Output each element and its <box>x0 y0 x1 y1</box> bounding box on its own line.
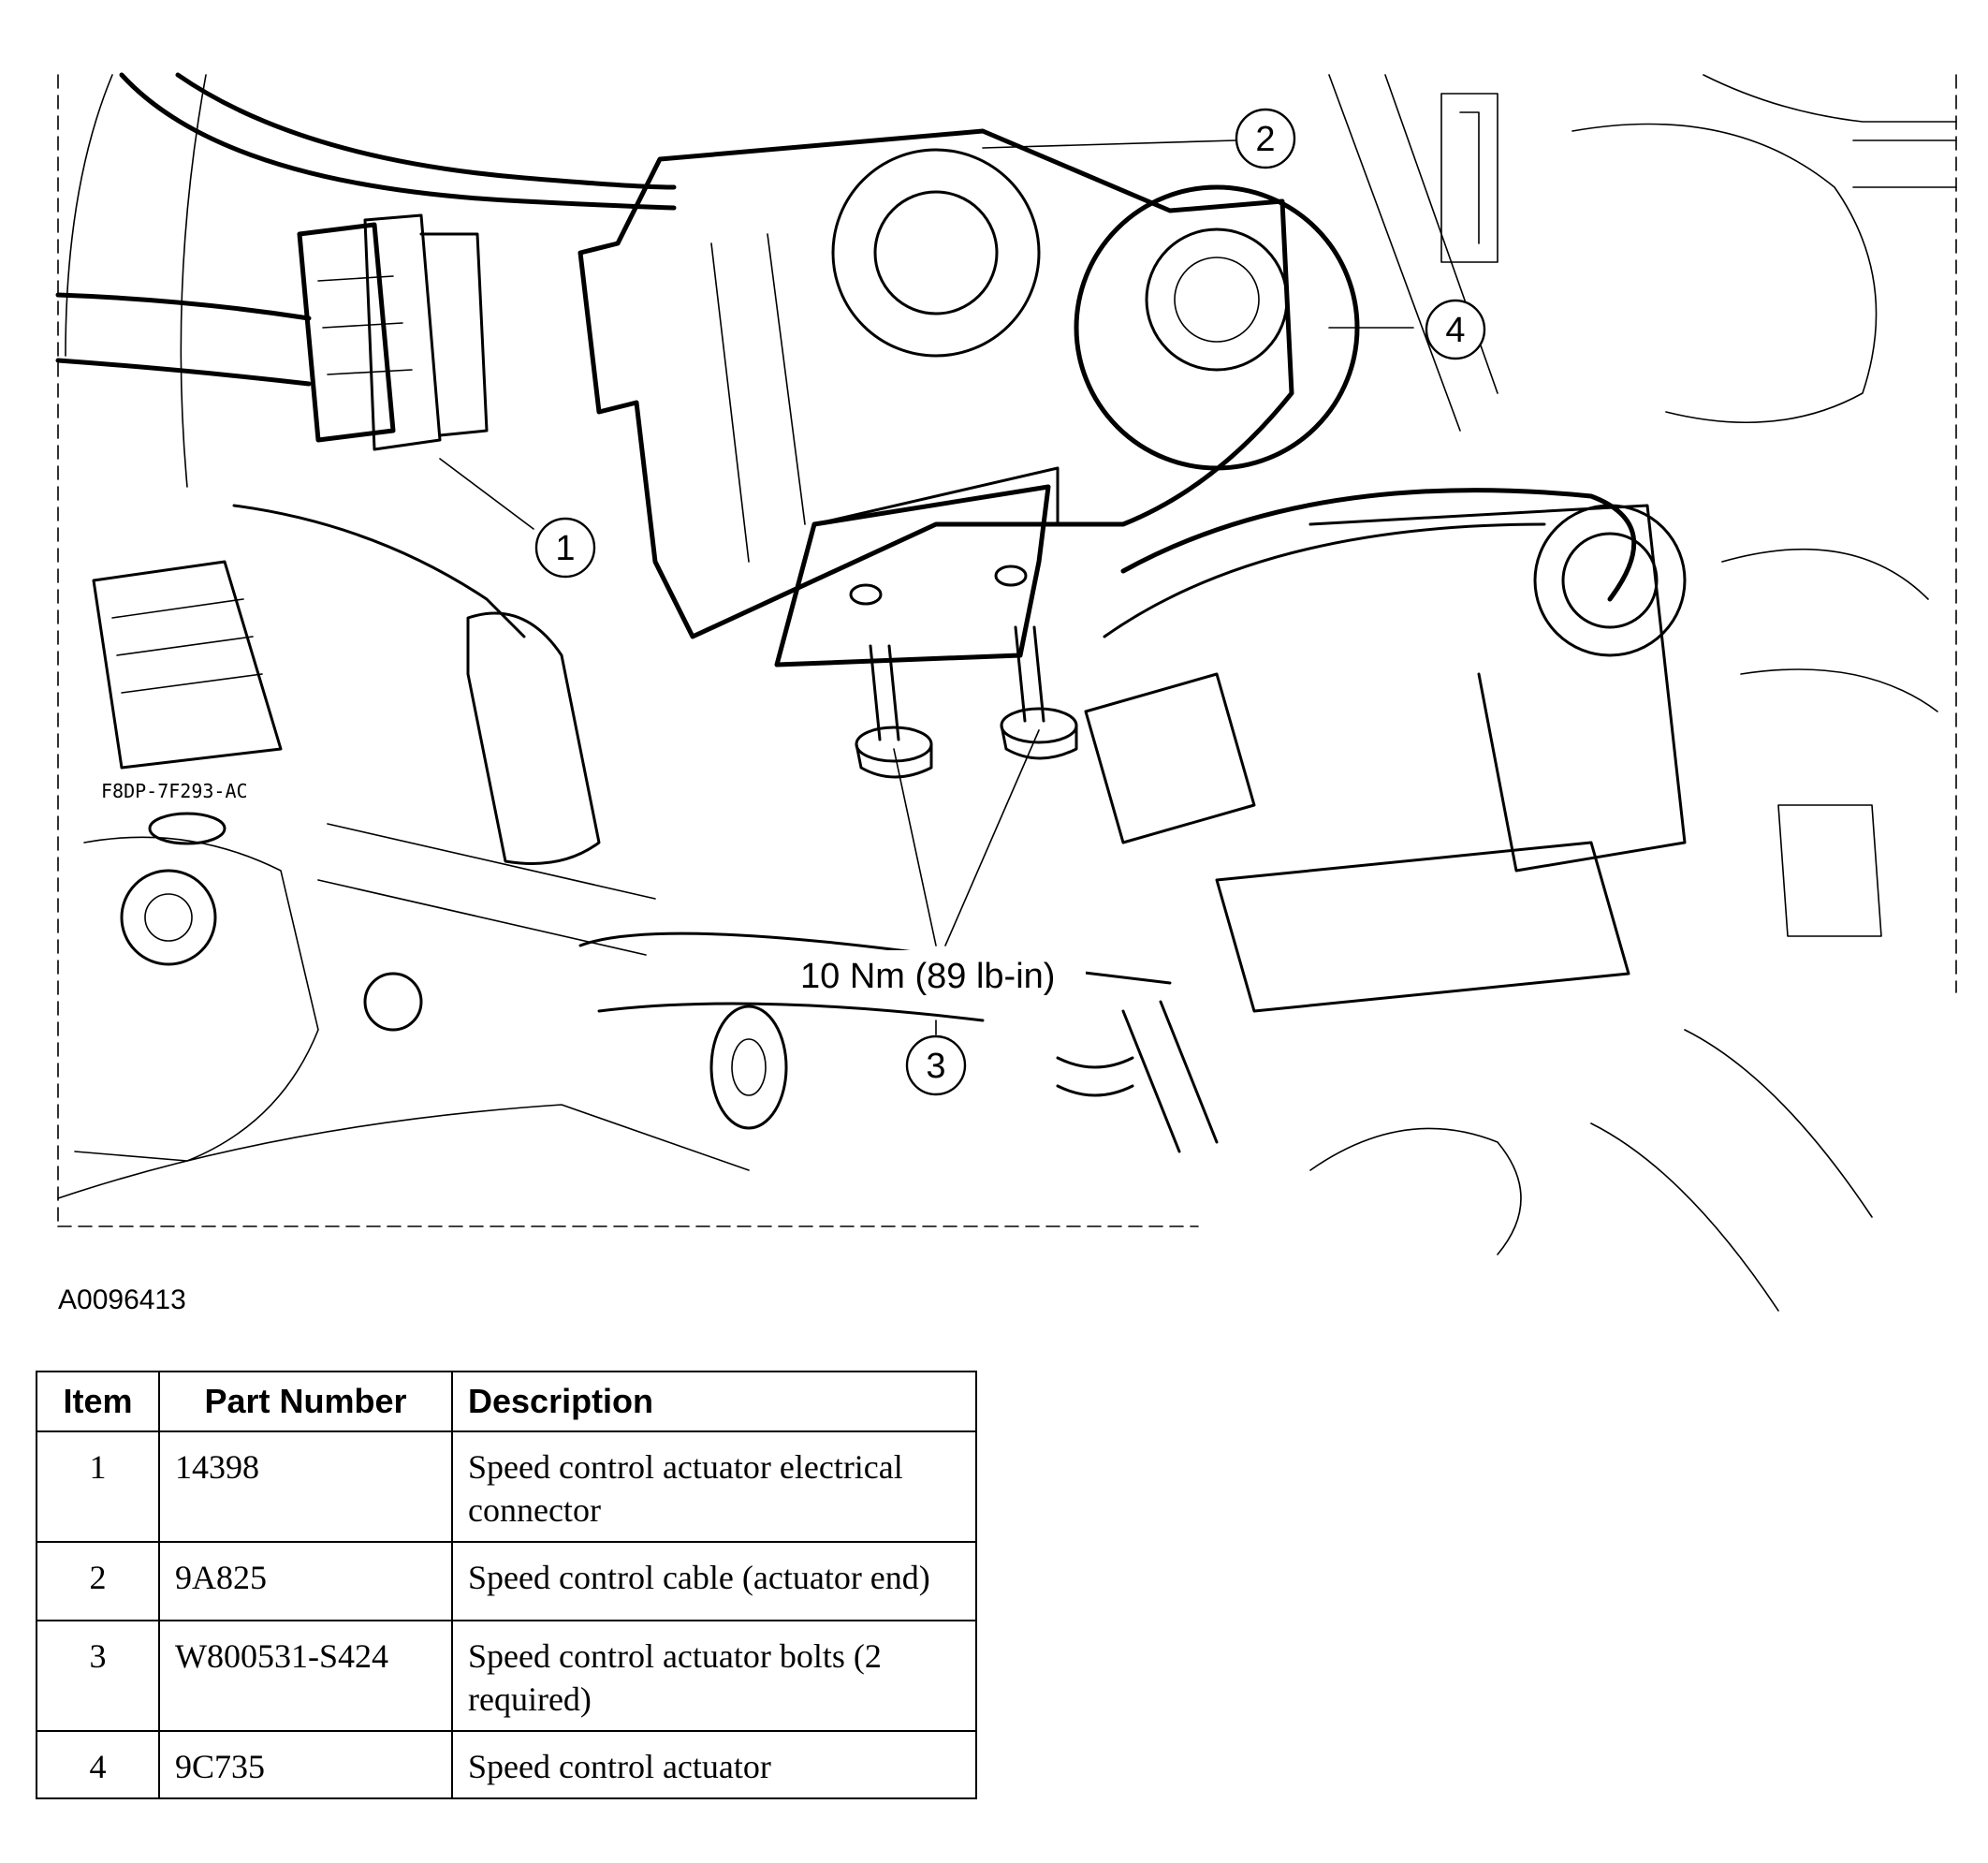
table-row: 3 W800531-S424 Speed control actuator bo… <box>36 1620 977 1732</box>
svg-text:2: 2 <box>1255 120 1275 159</box>
torque-spec-label: 10 Nm (89 lb-in) <box>800 957 1055 996</box>
table-header-row: Item Part Number Description <box>36 1371 977 1432</box>
cell-item: 4 <box>36 1730 160 1799</box>
cell-description: Speed control actuator <box>451 1730 977 1799</box>
cell-description: Speed control actuator electrical connec… <box>451 1430 977 1543</box>
table-row: 4 9C735 Speed control actuator <box>36 1730 977 1799</box>
cell-item: 3 <box>36 1620 160 1732</box>
table-row: 1 14398 Speed control actuator electrica… <box>36 1430 977 1543</box>
actuator-bolts-shape <box>855 625 1078 779</box>
cell-part-number: 9A825 <box>158 1541 453 1621</box>
cell-part-number: 9C735 <box>158 1730 453 1799</box>
speed-control-actuator-shape <box>577 128 1360 639</box>
svg-text:1: 1 <box>555 529 575 568</box>
svg-text:4: 4 <box>1445 311 1465 350</box>
callout-2: 2 <box>1235 108 1296 169</box>
actuator-electrical-connector-shape <box>297 213 489 451</box>
figure-id: A0096413 <box>58 1284 186 1315</box>
cell-part-number: 14398 <box>158 1430 453 1543</box>
cell-item: 2 <box>36 1541 160 1621</box>
cell-description: Speed control cable (actuator end) <box>451 1541 977 1621</box>
parts-table: Item Part Number Description 1 14398 Spe… <box>36 1371 977 1799</box>
svg-text:3: 3 <box>926 1047 945 1086</box>
callout-3: 3 <box>905 1034 967 1096</box>
cell-item: 1 <box>36 1430 160 1543</box>
casting-stamp-text: F8DP-7F293-AC <box>101 780 248 802</box>
callout-4: 4 <box>1425 299 1486 360</box>
table-row: 2 9A825 Speed control cable (actuator en… <box>36 1541 977 1621</box>
cell-part-number: W800531-S424 <box>158 1620 453 1732</box>
cell-description: Speed control actuator bolts (2 required… <box>451 1620 977 1732</box>
header-description: Description <box>451 1371 977 1432</box>
callout-1: 1 <box>534 517 596 579</box>
header-part-number: Part Number <box>158 1371 453 1432</box>
speed-control-actuator-illustration: F8DP-7F293-AC 1 2 3 4 10 Nm (89 lb-in) A… <box>55 72 1957 1315</box>
header-item: Item <box>36 1371 160 1432</box>
